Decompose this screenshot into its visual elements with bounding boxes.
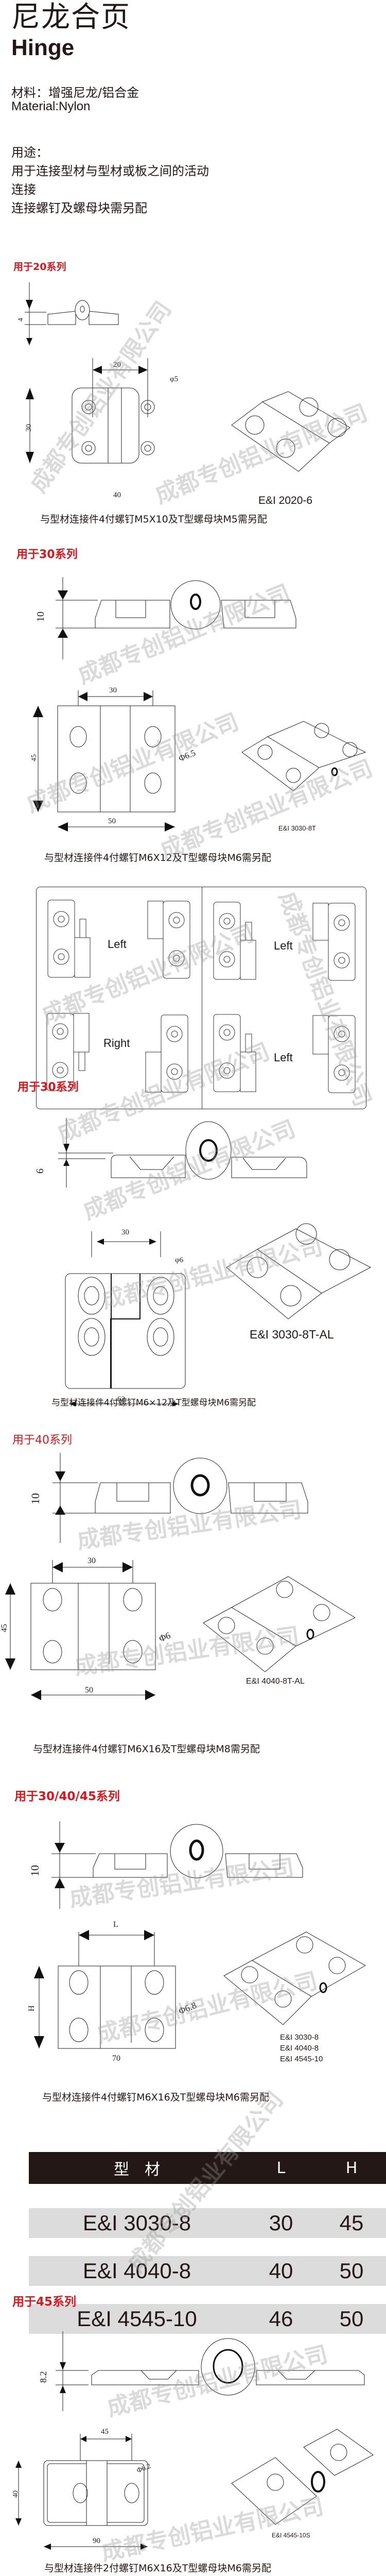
dim-hole-dia: Φ6.5 [177,748,197,763]
cell-l: 40 [269,2259,293,2283]
model-number: E&I 3030-8 [280,2033,319,2042]
usage-line: 用于连接型材与型材或板之间的活动 [11,164,209,178]
cell-profile: E&I 4545-10 [77,2307,197,2331]
model-number: E&I 4040-8 [280,2044,319,2053]
dim-hole-dia: φ5 [170,375,178,383]
accessory-note: 与型材连接件2付螺钉M6X16及T型螺母块M6需另配 [44,2563,271,2574]
model-number: E&I 3030-8T [278,824,316,832]
dim-width: 90 [93,2537,100,2545]
dim-hole-dia: φ6 [175,1256,184,1264]
dim-hole-spacing: 30 [109,686,117,694]
model-number: E&I 4040-8T-AL [246,1677,305,1686]
dim-hole-spacing: 30 [121,1228,129,1236]
dim-width: 50 [108,817,116,825]
side-view-drawing: 10 [29,1453,308,1543]
material-cn: 材料：增强尼龙/铝合金 [11,86,139,100]
series-heading-30: 用于30系列 [16,548,78,561]
accessory-note: 与型材连接件4付螺钉M6×12及T型螺母块M6需另配 [51,1398,256,1408]
dim-height: 4 [17,318,25,321]
col-header-l: L [276,2159,286,2177]
table-row: E&I 3030-8 30 45 [29,2208,386,2238]
model-list: E&I 3030-8 E&I 4040-8 E&I 4545-10 [280,2032,323,2064]
cell-profile: E&I 4040-8 [82,2259,191,2283]
series-heading-40: 用于40系列 [12,1434,72,1447]
usage-block: 用途： 用于连接型材与型材或板之间的活动 连接 连接螺钉及螺母块需另配 [11,143,209,217]
series-heading-45: 用于45系列 [12,2295,77,2309]
iso-view-drawing [223,1931,366,2025]
usage-line: 连接螺钉及螺母块需另配 [11,201,147,215]
orientation-label-left: Left [274,939,293,952]
top-view-drawing: 30 45 50 Φ6 [0,1556,172,1700]
iso-view-drawing [203,1576,356,1672]
top-view-drawing: 30 62 φ6 [65,1228,186,1406]
orientation-panel: Left Right Left Left [36,887,366,1109]
model-number: E&I 3030-8T-AL [250,1328,334,1341]
dim-height: 10 [29,1493,42,1504]
dim-height: 6 [34,1168,46,1174]
iso-view-drawing [226,1223,372,1319]
page-title-cn: 尼龙合页 [11,1,131,34]
dim-height: 8.2 [38,2371,48,2383]
table-header: 型 材 L H [29,2152,386,2184]
cell-h: 50 [339,2259,364,2283]
model-number: E&I 2020-6 [258,495,313,506]
dim-height: 45 [0,1624,9,1632]
dim-hole-spacing: 45 [101,2428,109,2436]
dim-height: 40 [12,2490,20,2498]
dim-width: 50 [85,1686,93,1694]
side-view-drawing: 10 [28,1821,303,1909]
series-heading-30-40-45: 用于30/40/45系列 [14,1790,120,1803]
dim-hole-spacing: 20 [113,361,121,369]
dim-height: 10 [35,612,46,622]
iso-view-drawing [231,391,350,472]
accessory-note: 与型材连接件4付螺钉M5X10及T型螺母块M5需另配 [40,514,267,525]
side-view-drawing: 4 [17,282,119,345]
model-number: E&I 4545-10S [272,2532,310,2539]
orientation-diagrams [46,900,356,1093]
usage-line: 连接 [11,182,36,197]
dim-height: 45 [30,754,38,761]
iso-view-drawing [241,721,366,791]
orientation-label-left: Left [274,1051,293,1064]
series-heading-30-al: 用于30系列 [17,1081,79,1094]
cell-l: 30 [269,2211,293,2235]
table-row: E&I 4040-8 40 50 [29,2256,386,2286]
table-row: E&I 4545-10 46 50 [29,2304,386,2334]
dim-height: 30 [25,424,33,432]
model-number: E&I 4545-10 [280,2055,323,2063]
dim-hole-spacing: 30 [87,1556,96,1565]
side-view-drawing: 8.2 [38,2331,365,2411]
dim-height: 10 [28,1865,41,1876]
top-view-drawing: 45 40 90 Φ6.2 [12,2428,152,2550]
cell-h: 50 [339,2307,364,2331]
material-en: Material:Nylon [11,99,91,113]
orientation-label-left: Left [108,938,127,951]
dim-hole-dia: Φ6.8 [177,2000,198,2016]
dim-hole-spacing: L [113,1920,118,1929]
top-view-drawing: L H 70 Φ6.8 [27,1920,198,2063]
side-view-drawing: 10 [35,577,296,659]
accessory-note: 与型材连接件4付螺钉M6X16及T型螺母块M6需另配 [42,2092,269,2103]
accessory-note: 与型材连接件4付螺钉M6X16及T型螺母块M8需另配 [33,1743,260,1755]
col-header-h: H [345,2159,358,2177]
usage-label: 用途： [11,145,48,160]
iso-view-drawing [231,2429,374,2525]
side-view-drawing: 6 [34,1118,307,1188]
cell-profile: E&I 3030-8 [82,2211,191,2235]
orientation-label-right: Right [103,1037,130,1049]
dim-height: H [27,2005,36,2011]
top-view-drawing: 30 45 50 Φ6.5 [30,686,197,832]
cell-h: 45 [339,2211,364,2235]
accessory-note: 与型材连接件4付螺钉M6X12及T型螺母块M6需另配 [44,852,271,863]
col-header-profile: 型 材 [114,2161,160,2179]
dim-width: 70 [112,2054,120,2063]
cell-l: 46 [269,2307,293,2331]
page-title-en: Hinge [11,35,75,60]
top-view-drawing: 20 30 40 φ5 [25,358,178,499]
dim-hole-dia: Φ6 [157,1630,172,1644]
series-heading-20: 用于20系列 [13,261,66,273]
dim-width: 62 [117,1395,125,1403]
spec-table: 型 材 L H E&I 3030-8 30 45 E&I 4040-8 40 5… [29,2152,386,2334]
dim-width: 40 [113,491,121,499]
